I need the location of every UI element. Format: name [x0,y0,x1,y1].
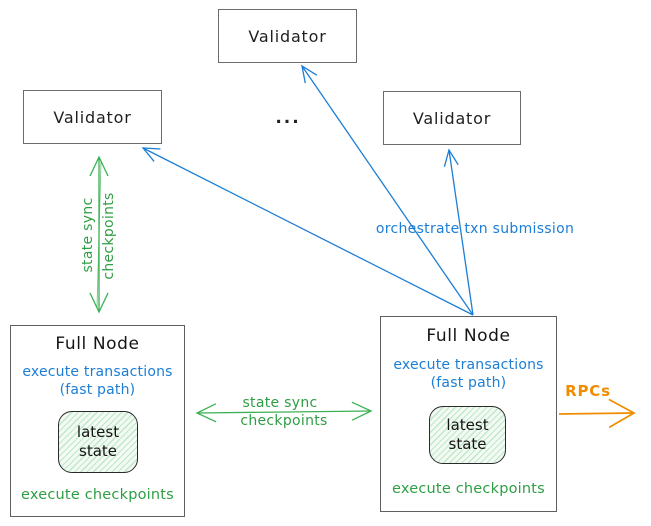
validator-left-label: Validator [53,107,132,127]
validators-ellipsis: ... [275,108,301,128]
orchestrate-txn-label: orchestrate txn submission [375,221,575,237]
full-node-left-title: Full Node [55,334,140,354]
full-node-left-fast-path: (fast path) [59,382,136,398]
state-sync-vertical-label-line1: state sync [80,197,96,273]
rpcs-label: RPCs [565,382,611,400]
latest-state-box-left: latest state [58,411,138,473]
validator-right-label: Validator [412,108,492,128]
full-node-right-exec-transactions: execute transactions [393,357,544,373]
full-node-box-right: Full Node execute transactions (fast pat… [380,316,557,512]
full-node-box-left: Full Node execute transactions (fast pat… [10,325,185,517]
state-sync-vertical-label-line2: checkpoints [101,192,117,280]
validator-box-right: Validator [383,91,521,145]
validator-box-top: Validator [218,9,357,63]
full-node-right-exec-checkpoints: execute checkpoints [392,481,545,497]
full-node-left-exec-checkpoints: execute checkpoints [21,487,174,503]
validator-box-left: Validator [23,90,162,144]
state-sync-horizontal-label-line2: checkpoints [240,413,328,429]
full-node-right-fast-path: (fast path) [430,375,507,391]
latest-state-left-line2: state [79,442,117,460]
latest-state-right-line1: latest [446,416,489,435]
full-node-left-exec-transactions: execute transactions [22,364,173,380]
arrow-rpcs [558,398,636,429]
latest-state-box-right: latest state [429,406,506,464]
validator-top-label: Validator [248,26,327,46]
state-sync-horizontal-label-line1: state sync [242,395,318,411]
latest-state-left-line1: latest [76,423,120,442]
full-node-right-title: Full Node [426,326,511,346]
latest-state-right-line2: state [448,435,487,453]
